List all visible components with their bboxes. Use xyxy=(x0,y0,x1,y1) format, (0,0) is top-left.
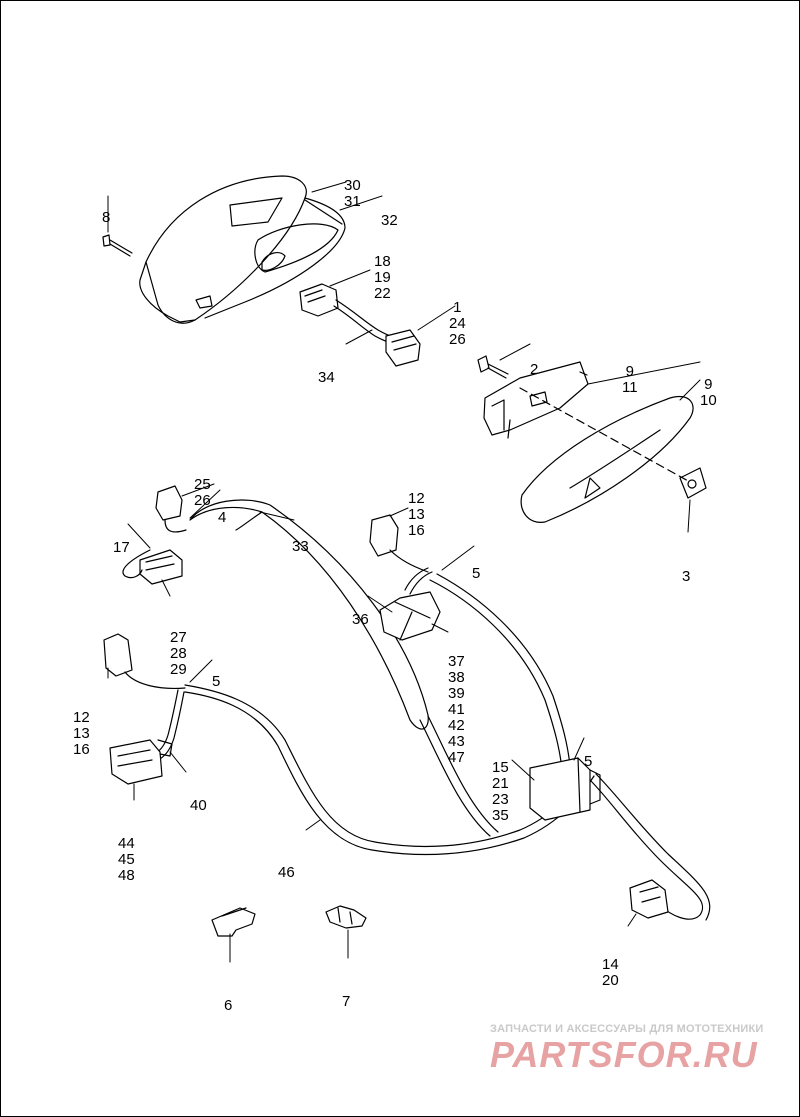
connector-12-upper xyxy=(369,514,429,573)
tail-lamp-assembly xyxy=(139,175,346,324)
clip-7 xyxy=(325,905,367,929)
connector-14 xyxy=(629,879,669,919)
screw-2 xyxy=(477,355,509,379)
callout-8: 8 xyxy=(102,209,111,226)
screw-8 xyxy=(102,234,133,257)
lamp-connector-lead xyxy=(299,283,421,367)
left-harness-branch xyxy=(103,633,186,785)
assembly-centerline xyxy=(519,387,691,483)
connector-37 xyxy=(379,567,441,641)
callout-32: 32 xyxy=(381,212,398,229)
callout-6: 6 xyxy=(224,997,233,1014)
callout-5-left: 5 xyxy=(212,673,221,690)
callout-2: 2 xyxy=(530,361,539,378)
connector-27 xyxy=(122,549,183,585)
callout-4: 4 xyxy=(218,509,227,526)
leader-lines xyxy=(107,181,701,963)
connector-25 xyxy=(155,485,187,533)
side-lens-9 xyxy=(520,396,694,523)
watermark-caption: ЗАПЧАСТИ И АКСЕССУАРЫ ДЛЯ МОТОТЕХНИКИ xyxy=(490,1023,764,1035)
callout-5-upper: 5 xyxy=(472,565,481,582)
connector-15 xyxy=(529,757,601,821)
callout-17: 17 xyxy=(113,539,130,556)
clip-6 xyxy=(211,907,256,937)
callout-7: 7 xyxy=(342,993,351,1010)
callout-40: 40 xyxy=(190,797,207,814)
callout-3: 3 xyxy=(682,568,691,585)
callout-36: 36 xyxy=(352,611,369,628)
callout-5-right: 5 xyxy=(584,753,593,770)
callout-46: 46 xyxy=(278,864,295,881)
callout-33: 33 xyxy=(292,538,309,555)
callout-34: 34 xyxy=(318,369,335,386)
bracket-9 xyxy=(483,361,589,439)
watermark-logo: PARTSFOR.RU xyxy=(490,1034,758,1075)
harness-46 xyxy=(184,573,711,921)
clip-nut-3 xyxy=(679,467,707,499)
